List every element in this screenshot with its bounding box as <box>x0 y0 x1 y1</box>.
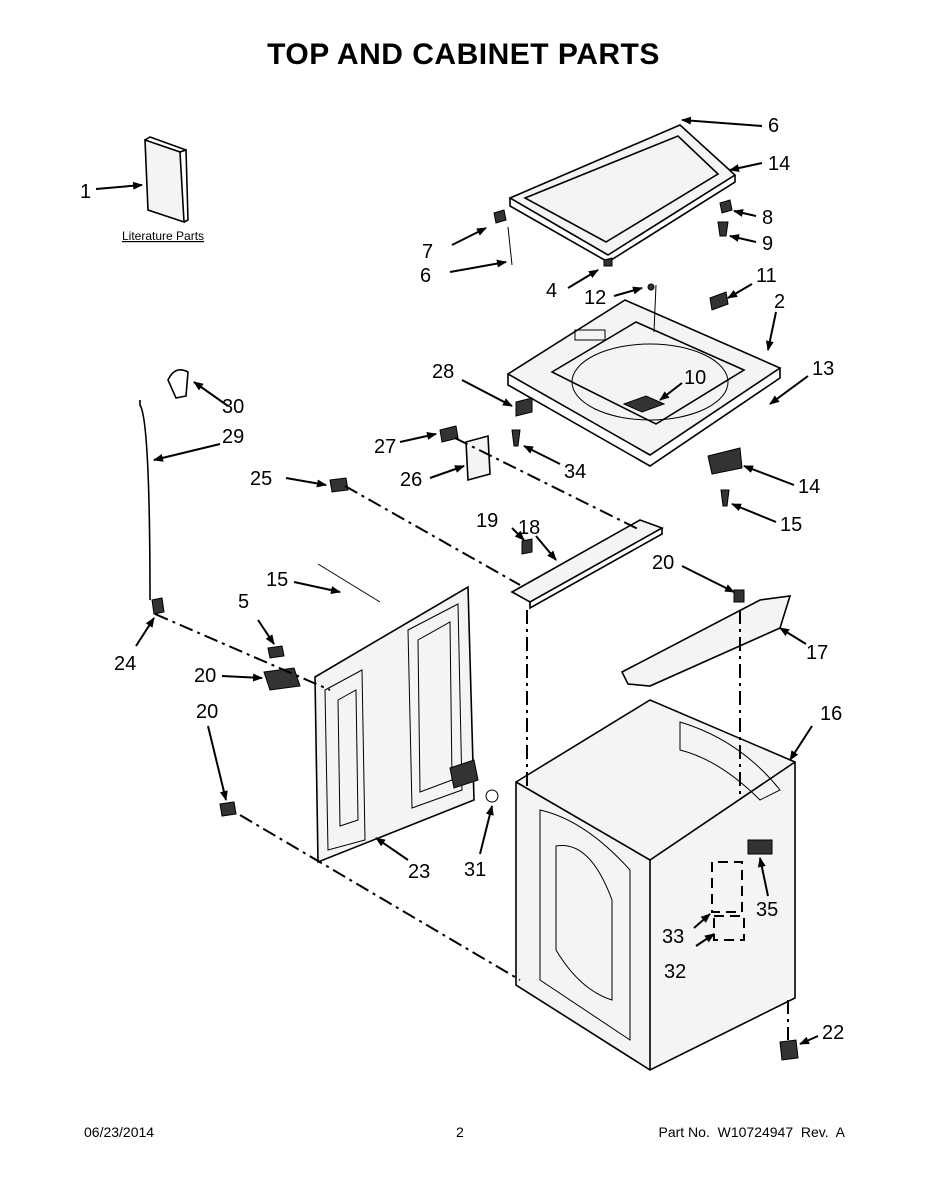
callout-28: 28 <box>432 361 454 383</box>
callout-26: 26 <box>400 469 422 491</box>
callout-6b: 6 <box>420 265 431 287</box>
callout-24: 24 <box>114 653 136 675</box>
cabinet <box>515 699 796 1071</box>
callout-5: 5 <box>238 591 249 613</box>
callout-31: 31 <box>464 859 486 881</box>
callout-12: 12 <box>584 287 606 309</box>
callout-32: 32 <box>664 961 686 983</box>
callout-11: 11 <box>756 265 777 287</box>
rear-panel <box>314 585 475 864</box>
callout-20a: 19 <box>476 510 498 532</box>
callout-6a: 6 <box>768 115 779 137</box>
literature-booklet <box>144 136 189 224</box>
literature-parts-label: Literature Parts <box>122 229 204 243</box>
callout-34: 34 <box>564 461 586 483</box>
callout-4: 4 <box>546 280 557 302</box>
callout-18: 17 <box>806 642 828 664</box>
callout-8: 8 <box>762 207 773 229</box>
callout-16: 15 <box>266 569 288 591</box>
callout-labels: 1 6 14 7 6 8 9 4 12 11 2 10 13 28 27 26 … <box>80 115 844 1044</box>
front-brace <box>510 519 664 610</box>
callout-3: 14 <box>768 153 790 175</box>
callout-27: 27 <box>374 436 396 458</box>
callout-19: 18 <box>518 517 540 539</box>
footer-part-number: Part No. W10724947 Rev. A <box>658 1124 845 1140</box>
callout-10: 10 <box>684 367 706 389</box>
callout-33: 33 <box>662 926 684 948</box>
callout-1: 1 <box>80 181 91 203</box>
small-parts <box>139 199 799 1061</box>
callout-20c: 20 <box>196 701 218 723</box>
callout-7: 7 <box>422 241 433 263</box>
footer-date: 06/23/2014 <box>84 1124 155 1140</box>
lid <box>508 124 737 263</box>
callout-14: 14 <box>798 476 820 498</box>
footer-page-number: 2 <box>456 1124 464 1140</box>
callout-22: 22 <box>822 1022 844 1044</box>
callout-35: 35 <box>756 899 778 921</box>
callout-17: 16 <box>820 703 842 725</box>
top-panel <box>506 299 782 467</box>
callout-2: 2 <box>774 291 785 313</box>
callout-21: 20 <box>194 665 216 687</box>
page-title: TOP AND CABINET PARTS <box>267 38 660 71</box>
assembly-lines <box>154 437 789 1040</box>
callout-20b: 20 <box>652 552 674 574</box>
callout-13: 13 <box>812 358 834 380</box>
callout-29: 29 <box>222 426 244 448</box>
callout-30: 30 <box>222 396 244 418</box>
callout-23: 23 <box>408 861 430 883</box>
callout-15: 15 <box>780 514 802 536</box>
callout-arrows <box>95 116 819 1045</box>
callout-9: 9 <box>762 233 773 255</box>
callout-25: 25 <box>250 468 272 490</box>
rear-brace <box>620 595 792 687</box>
